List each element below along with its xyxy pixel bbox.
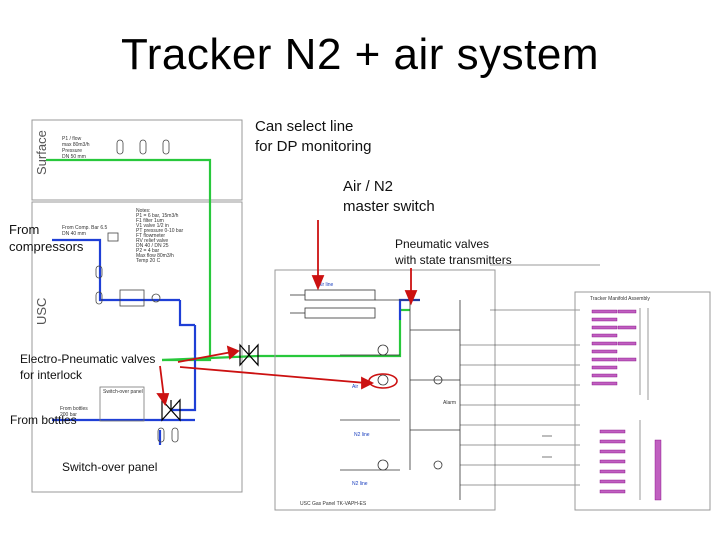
- distribution-lines: [460, 264, 600, 486]
- air-line: [46, 158, 410, 362]
- dp-selector-highlight: [368, 373, 398, 389]
- surface-side-label: Surface: [34, 130, 49, 175]
- svg-text:N2 line: N2 line: [354, 432, 370, 438]
- electro-pneumatic-valve-lower: [161, 398, 181, 422]
- slide-title: Tracker N2 + air system: [120, 30, 600, 79]
- annotation-arrows: [156, 220, 418, 407]
- manifold-stack-lower: [599, 429, 662, 501]
- svg-text:N2 line: N2 line: [352, 481, 368, 487]
- annotation-electro-pneumatic: Electro-Pneumatic valves for interlock: [20, 352, 156, 382]
- usc-side-label: USC: [34, 298, 49, 325]
- surface-frame: [31, 119, 243, 201]
- usc-gas-panel: [274, 269, 496, 511]
- annotation-from-compressors: From compressors: [9, 222, 84, 254]
- surface-filters: [116, 139, 170, 155]
- flow-arrows: [542, 435, 552, 458]
- svg-text:Air line: Air line: [318, 282, 334, 288]
- svg-text:Alarm: Alarm: [443, 400, 456, 406]
- annotation-pneumatic-valves: Pneumatic valves with state transmitters: [395, 237, 512, 267]
- annotation-master-switch: Air / N2 master switch: [343, 178, 435, 215]
- manifold-connectors: [639, 308, 649, 500]
- switch-over-caption: Switch-over panel: [103, 389, 143, 395]
- annotation-from-bottles: From bottles: [10, 413, 77, 427]
- annotation-switch-over: Switch-over panel: [62, 460, 158, 474]
- n2-line: [52, 238, 420, 445]
- usc-gas-panel-title: USC Gas Panel TK-VAPH-ES: [300, 501, 367, 507]
- usc-components: [95, 232, 161, 307]
- gas-panel-piping: [290, 289, 461, 500]
- electro-pneumatic-valve-upper: [239, 343, 259, 367]
- manifold-title: Tracker Manifold Assembly: [590, 296, 650, 302]
- annotation-dp-monitoring: Can select line for DP monitoring: [255, 118, 372, 155]
- svg-text:Air: Air: [352, 384, 358, 390]
- manifold-stack-upper: [591, 309, 637, 386]
- bottle-filters: [157, 427, 179, 443]
- switch-over-box: [99, 386, 145, 422]
- manifold-frame: [574, 291, 711, 511]
- gas-panel-labels: Air line Air N2 line N2 line Alarm: [318, 282, 456, 487]
